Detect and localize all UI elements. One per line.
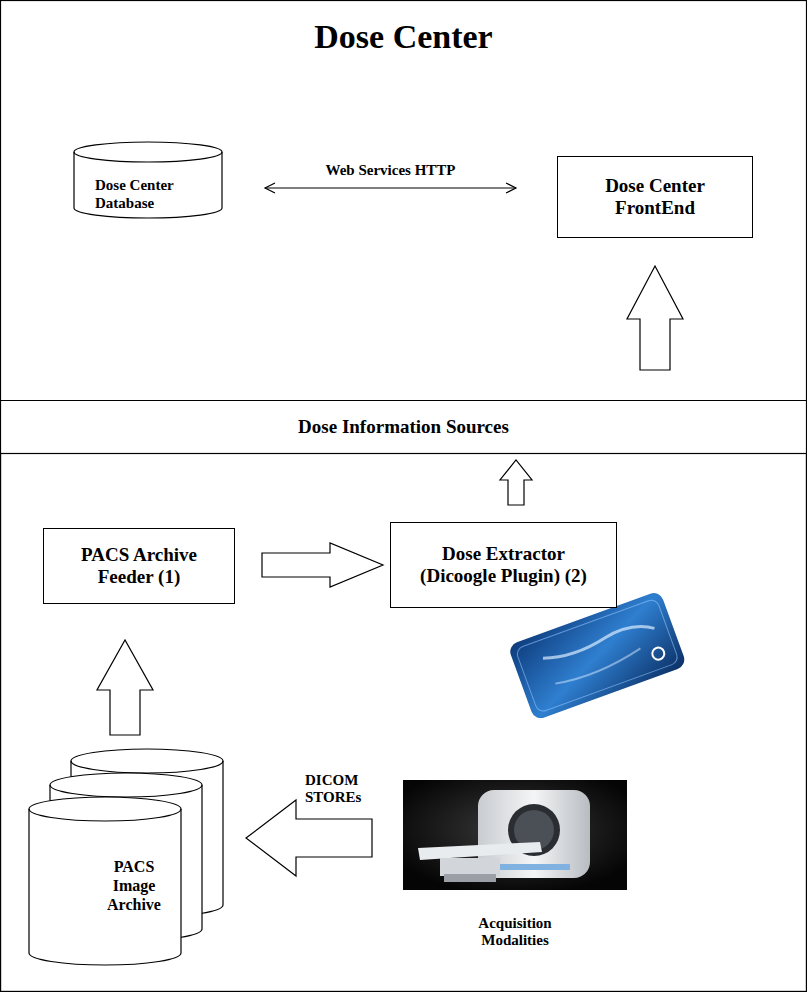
scanner-photo bbox=[403, 780, 627, 890]
cylinder-stack-outline bbox=[28, 748, 224, 966]
node-text: Acquisition Modalities bbox=[460, 915, 570, 950]
node-text: Dose Center Database bbox=[95, 177, 199, 212]
band-box: Dose Information Sources bbox=[0, 400, 807, 454]
panel-box: Dose CenterDose Center Database Dose Cent… bbox=[0, 0, 807, 401]
block-arrow bbox=[246, 800, 372, 876]
process-box: Dose Extractor (Dicoogle Plugin) (2) bbox=[390, 522, 617, 608]
process-box: PACS Archive Feeder (1) bbox=[43, 528, 235, 604]
arrow-line bbox=[265, 183, 516, 193]
xray-illustration bbox=[507, 590, 687, 721]
node-text: Dose Extractor (Dicoogle Plugin) (2) bbox=[420, 543, 588, 588]
block-arrow bbox=[262, 543, 383, 587]
edge-label: DICOM STOREs bbox=[303, 772, 381, 807]
database-cylinder: Dose Center Database bbox=[73, 141, 223, 219]
node-text: Dose Information Sources bbox=[298, 416, 509, 438]
node-text: PACS Archive Feeder (1) bbox=[64, 544, 214, 589]
archive-cylinders: PACS Image Archive bbox=[28, 748, 224, 966]
process-box: Dose Center FrontEnd bbox=[557, 156, 753, 238]
modality-node: Acquisition Modalities bbox=[403, 780, 627, 952]
node-text: Dose Center bbox=[314, 17, 492, 57]
node-text: Dose Center FrontEnd bbox=[587, 175, 723, 220]
block-arrow bbox=[627, 266, 683, 370]
block-arrow bbox=[97, 640, 153, 735]
sources-panel bbox=[1, 454, 807, 992]
edge-label: Web Services HTTP bbox=[324, 162, 458, 179]
node-text: PACS Image Archive bbox=[94, 858, 174, 915]
block-arrow bbox=[500, 460, 532, 505]
